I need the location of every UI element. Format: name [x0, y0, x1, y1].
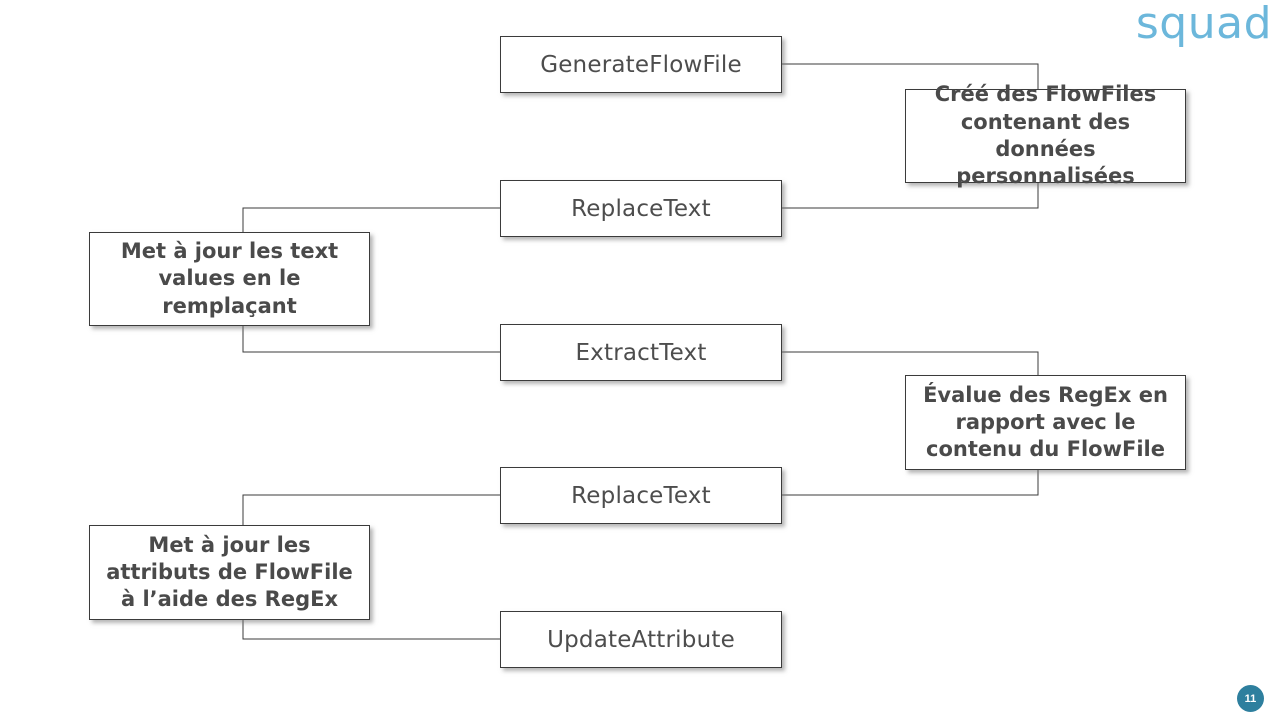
squad-logo: squad	[1135, 0, 1272, 49]
annotation-text: Créé des FlowFiles contenant des données…	[934, 82, 1157, 189]
processor-label: ExtractText	[575, 339, 707, 366]
processor-box-generate-flow-file[interactable]: GenerateFlowFile	[500, 36, 782, 93]
annotation-box-extract-text: Évalue des RegEx en rapport avec le cont…	[905, 375, 1186, 470]
slide-number-badge: 11	[1237, 685, 1264, 712]
processor-label: ReplaceText	[571, 195, 711, 222]
processor-label: GenerateFlowFile	[540, 51, 742, 78]
annotation-box-update-attribute: Met à jour les attributs de FlowFile à l…	[89, 525, 370, 620]
processor-box-replace-text-1[interactable]: ReplaceText	[500, 180, 782, 237]
annotation-text: Met à jour les text values en le remplaç…	[120, 239, 339, 318]
processor-box-update-attribute[interactable]: UpdateAttribute	[500, 611, 782, 668]
annotation-text: Évalue des RegEx en rapport avec le cont…	[923, 382, 1168, 462]
processor-box-extract-text[interactable]: ExtractText	[500, 324, 782, 381]
annotation-box-generate-flow-file: Créé des FlowFiles contenant des données…	[905, 82, 1186, 188]
processor-box-replace-text-2[interactable]: ReplaceText	[500, 467, 782, 524]
annotation-box-replace-text: Met à jour les text values en le remplaç…	[89, 232, 370, 326]
annotation-text: Met à jour les attributs de FlowFile à l…	[106, 532, 353, 612]
processor-label: UpdateAttribute	[547, 626, 735, 653]
processor-label: ReplaceText	[571, 482, 711, 509]
